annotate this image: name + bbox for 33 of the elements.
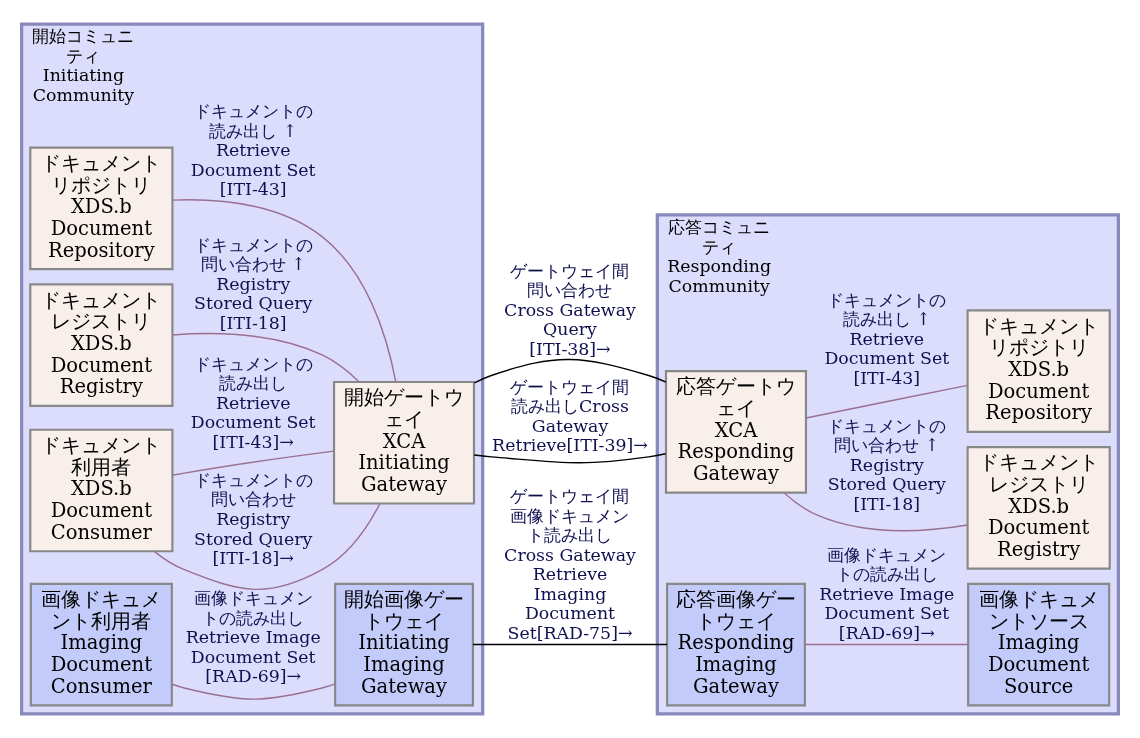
edge-label: ドキュメントの問い合わせ ↑ Registry Stored Query [ITI-18] bbox=[193, 234, 313, 333]
node-box: 開始画像ゲートウェイ Initiating Imaging Gateway bbox=[334, 582, 474, 707]
node-box: 応答ゲートウェイ XCA Responding Gateway bbox=[664, 370, 808, 494]
node-box: ドキュメント利用者 XDS.b Document Consumer bbox=[29, 428, 174, 553]
connector bbox=[472, 643, 668, 646]
edge-label: ドキュメントの問い合わせ ↑ Registry Stored Query [ITI-18] bbox=[827, 415, 947, 514]
connector bbox=[783, 492, 969, 532]
connector bbox=[804, 643, 969, 646]
node-box: ドキュメントレジストリ XDS.b Document Registry bbox=[966, 446, 1111, 570]
connector bbox=[171, 332, 360, 383]
connector bbox=[473, 453, 667, 464]
node-box: 画像ドキュメントソース Imaging Document Source bbox=[967, 582, 1111, 707]
node-box: ドキュメントレジストリ XDS.b Document Registry bbox=[29, 283, 174, 407]
connector bbox=[171, 683, 336, 700]
node-box: 開始ゲートウェイ XCA Initiating Gateway bbox=[332, 380, 476, 505]
edge-label: 画像ドキュメントの読み出し Retrieve Image Document Set [RAD-69]→ bbox=[185, 588, 321, 687]
edge-label: ゲートウェイ間問い合わせCross Gateway Query [ITI-38]→ bbox=[504, 260, 636, 359]
node-box: ドキュメントリポジトリ XDS.b Document Repository bbox=[29, 146, 174, 271]
connector bbox=[172, 199, 397, 383]
edge-label: ゲートウェイ間画像ドキュメント読み出し Cross Gateway Retrieve Imaging Document Set[RAD-75]→ bbox=[504, 486, 636, 643]
edge-label: ドキュメントの読み出し Retrieve Document Set [ITI-43]→ bbox=[190, 353, 316, 452]
connector bbox=[805, 384, 969, 419]
edge-label: ドキュメントの読み出し ↑ Retrieve Document Set [ITI-43] bbox=[190, 101, 316, 200]
node-box: 画像ドキュメント利用者 Imaging Document Consumer bbox=[29, 582, 173, 707]
edge-label: ドキュメントの問い合わせ Registry Stored Query [ITI-18]→ bbox=[193, 469, 313, 569]
connector bbox=[153, 503, 381, 591]
edge-label: ドキュメントの読み出し ↑ Retrieve Document Set [ITI-43] bbox=[824, 289, 950, 388]
connector bbox=[473, 358, 667, 384]
connector bbox=[171, 450, 335, 477]
edge-label: ゲートウェイ間読み出しCross Gateway Retrieve[ITI-39]→ bbox=[492, 376, 648, 456]
node-box: ドキュメントリポジトリ XDS.b Document Repository bbox=[966, 309, 1111, 433]
node-box: 応答画像ゲートウェイ Responding Imaging Gateway bbox=[666, 582, 806, 707]
edge-label: 画像ドキュメントの読み出し Retrieve Image Document Set [RAD-69]→ bbox=[819, 544, 955, 643]
